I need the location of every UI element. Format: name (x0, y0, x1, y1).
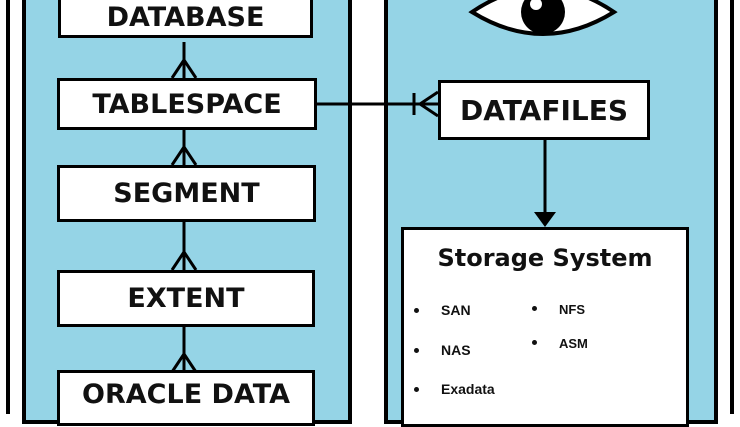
oracle-data-label: ORACLE DATA (82, 379, 290, 410)
bullet-icon (532, 340, 537, 345)
bullet-icon (414, 308, 419, 313)
extent-label: EXTENT (127, 283, 245, 314)
connector-lines (170, 42, 556, 373)
oracle-data-box: ORACLE DATA (57, 370, 315, 426)
extent-box: EXTENT (57, 270, 315, 327)
crows-foot-datafiles (417, 90, 439, 118)
tablespace-label: TABLESPACE (92, 88, 282, 120)
arrowhead-storage (534, 212, 556, 227)
segment-box: SEGMENT (57, 165, 316, 222)
datafiles-box: DATAFILES (438, 80, 650, 140)
crows-foot-tablespace (170, 57, 198, 79)
storage-system-box: Storage System SAN NAS Exadata NFS ASM (401, 227, 689, 427)
segment-label: SEGMENT (113, 178, 260, 209)
bullet-icon (414, 387, 419, 392)
bullet-icon (532, 306, 537, 311)
outer-frame-left (0, 0, 10, 414)
crows-foot-oracledata (170, 351, 198, 373)
outer-frame-right (730, 0, 740, 414)
storage-system-title: Storage System (437, 244, 653, 272)
database-label: DATABASE (106, 1, 265, 33)
tablespace-box: TABLESPACE (57, 78, 317, 130)
crows-foot-extent (170, 249, 198, 271)
datafiles-label: DATAFILES (459, 93, 628, 127)
crows-foot-segment (170, 144, 198, 166)
eye-icon (468, 0, 618, 36)
database-box: DATABASE (58, 0, 313, 38)
bullet-icon (414, 348, 419, 353)
